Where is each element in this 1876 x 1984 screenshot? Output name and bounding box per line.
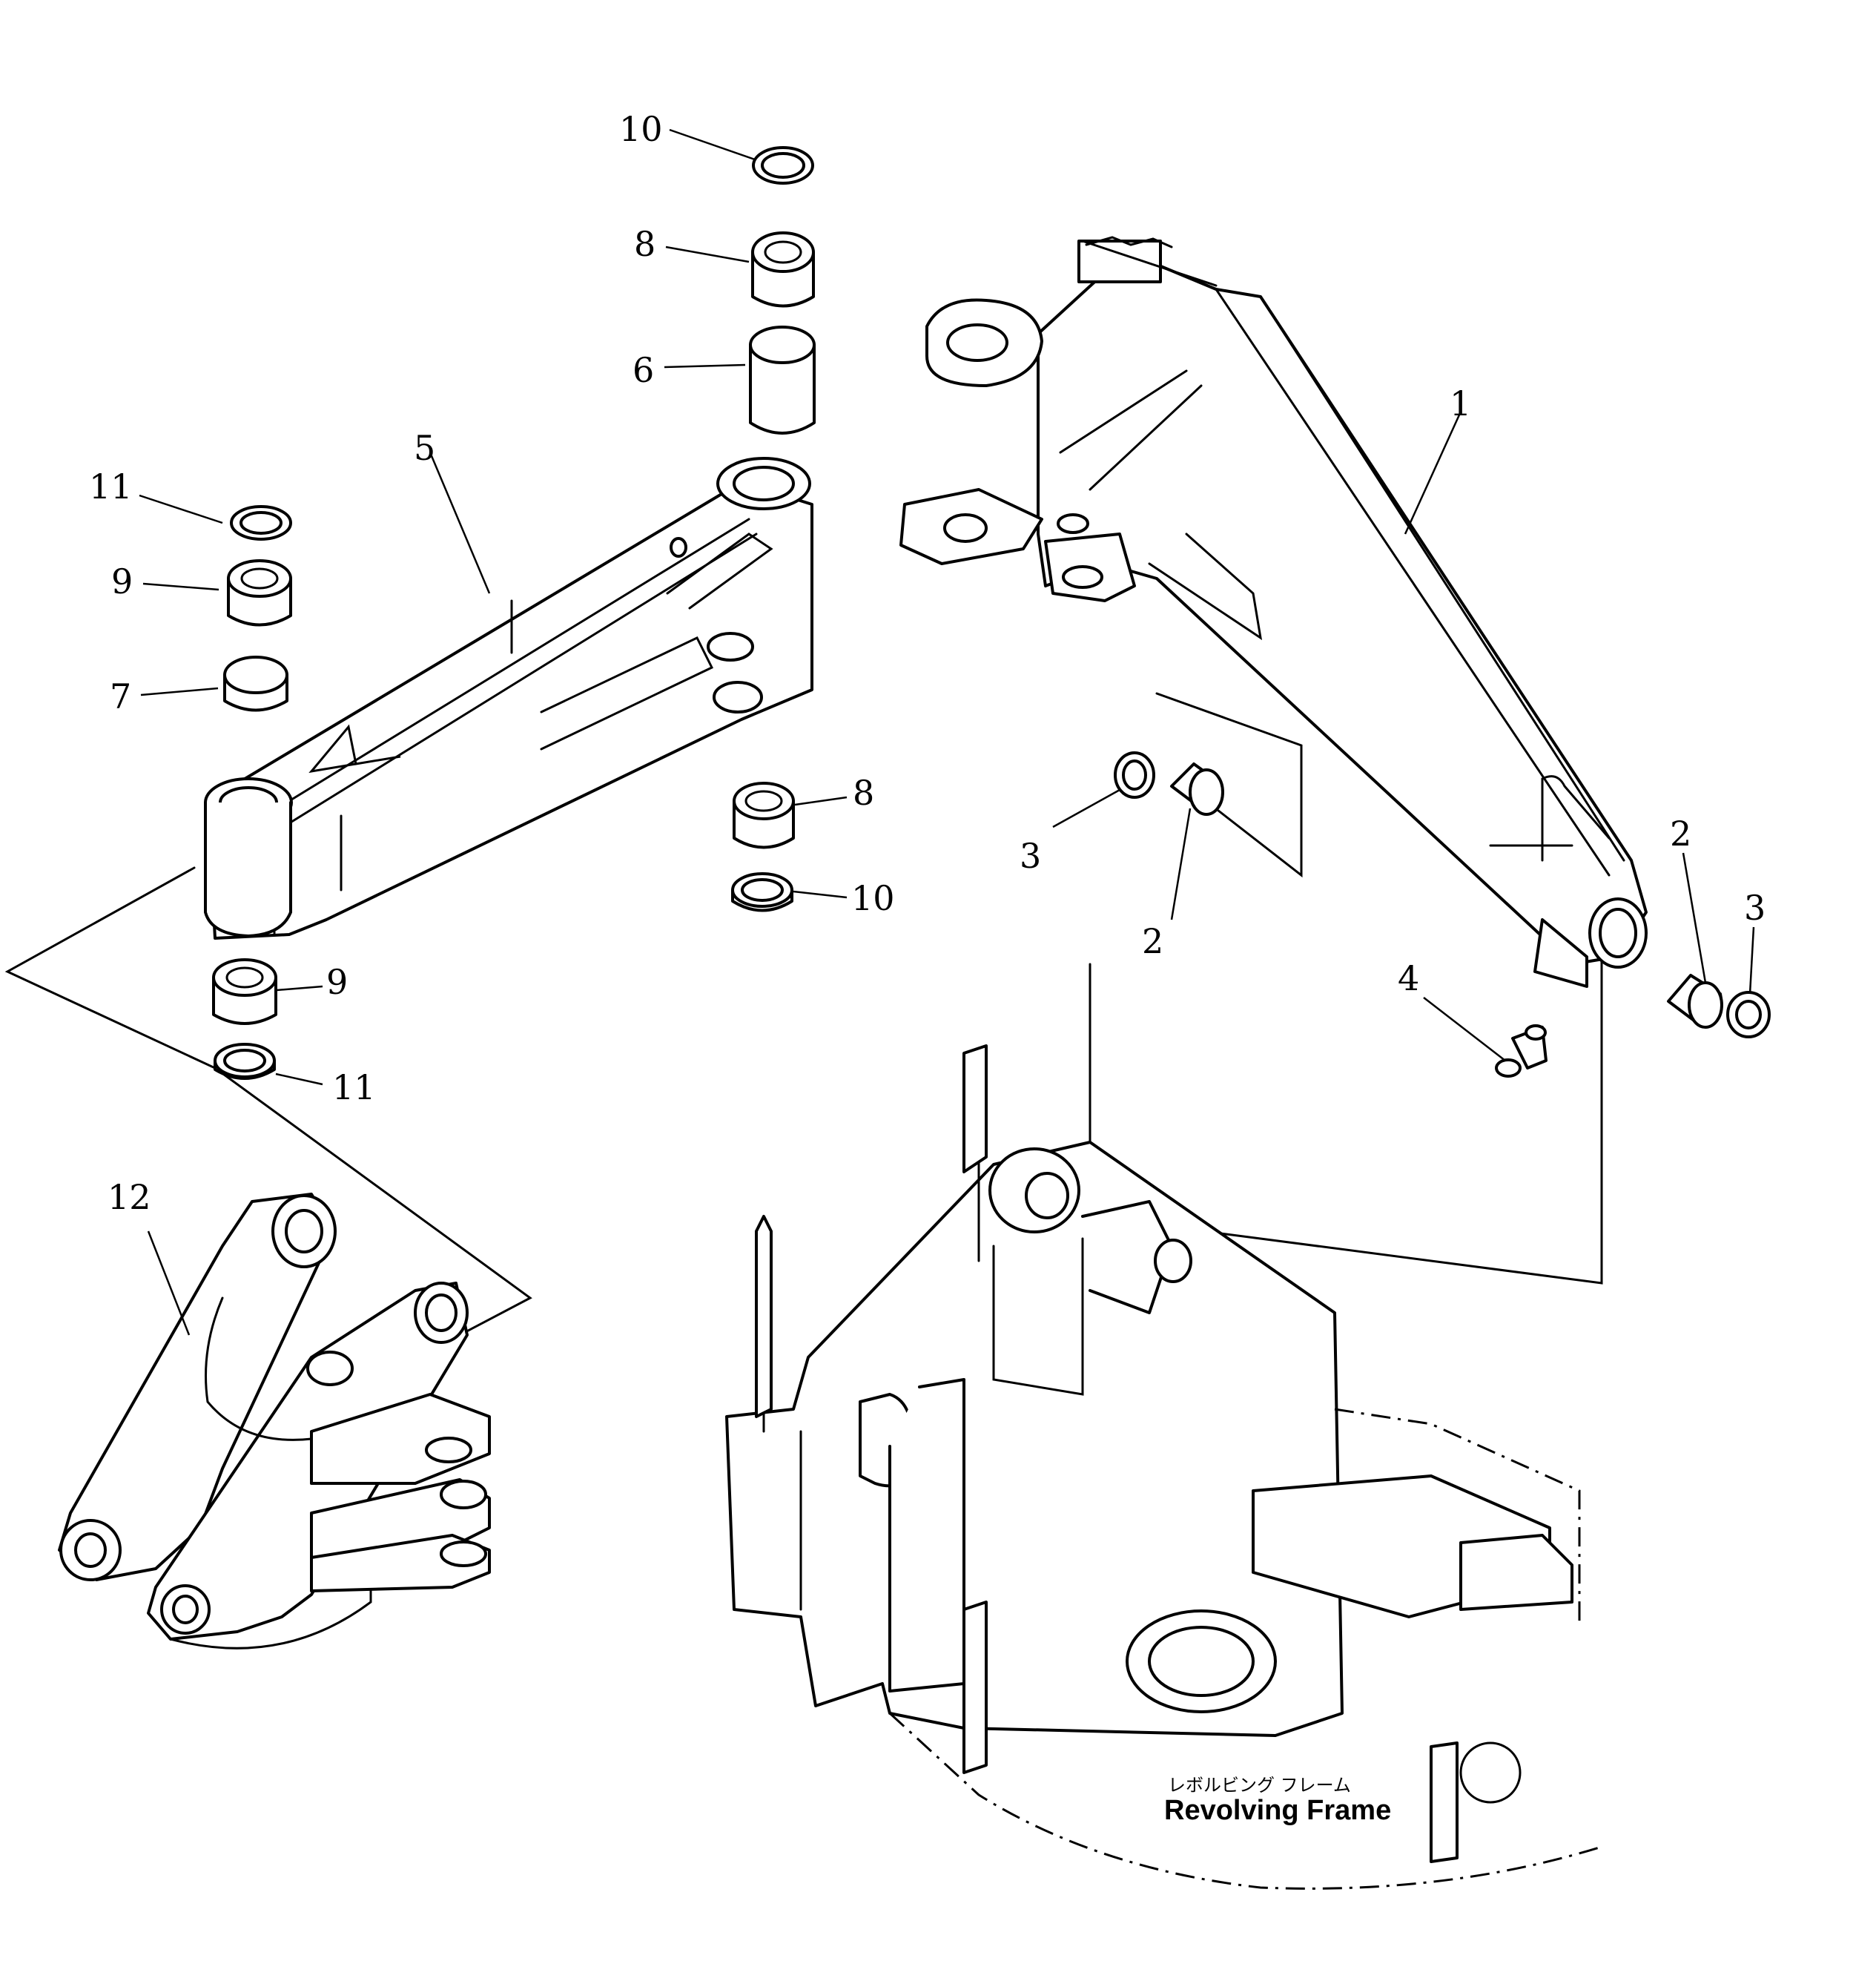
leader-lines xyxy=(139,128,1755,1336)
callout-8-top: 8 xyxy=(634,224,655,264)
callout-2-right: 2 xyxy=(1670,814,1691,854)
callout-11-lower: 11 xyxy=(332,1067,376,1107)
frame-label-english: Revolving Frame xyxy=(1164,1795,1391,1826)
callout-3-right: 3 xyxy=(1744,888,1766,928)
callout-1: 1 xyxy=(1450,383,1471,424)
callout-labels: 1 2 3 2 3 4 5 6 7 8 8 9 9 10 10 11 11 12 xyxy=(89,109,1766,1217)
callout-7: 7 xyxy=(110,676,131,716)
callout-12: 12 xyxy=(108,1177,151,1217)
bracket-part-12 xyxy=(58,1193,491,1650)
callout-10-top: 10 xyxy=(619,109,663,149)
callout-8-middle: 8 xyxy=(853,773,874,813)
bushings xyxy=(212,146,1771,1080)
frame-label-japanese: レボルビング フレーム xyxy=(1168,1775,1351,1796)
callout-5: 5 xyxy=(414,428,435,468)
callout-11-left: 11 xyxy=(89,467,133,507)
callout-4: 4 xyxy=(1398,958,1419,998)
revolving-frame-label: レボルビング フレーム Revolving Frame xyxy=(1164,1775,1391,1826)
callout-9-left: 9 xyxy=(111,561,133,602)
arm-part-5 xyxy=(204,457,813,940)
boom-part-1 xyxy=(899,236,1648,988)
callout-10-middle: 10 xyxy=(851,878,895,918)
callout-6: 6 xyxy=(633,350,654,390)
callout-9-lower: 9 xyxy=(326,962,348,1002)
callout-2-left: 2 xyxy=(1142,921,1163,961)
callout-3-left: 3 xyxy=(1020,836,1041,876)
revolving-frame xyxy=(725,1044,1602,1890)
